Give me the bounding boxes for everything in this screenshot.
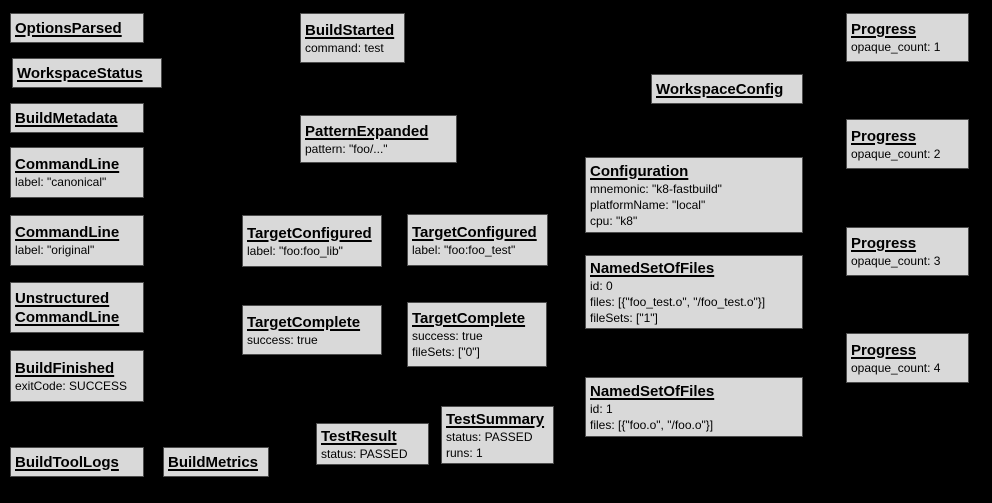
node-field: fileSets: ["0"] [412, 345, 480, 359]
node-field: opaque_count: 4 [851, 360, 941, 375]
node-field: status: PASSED [446, 429, 533, 444]
node-field: fileSets: ["1"] [590, 310, 658, 325]
node-title: WorkspaceStatus [17, 64, 143, 82]
event-node-build-tool-logs: BuildToolLogs [10, 447, 144, 477]
node-field: label: "foo:foo_test" [412, 242, 516, 257]
node-field: exitCode: SUCCESS [15, 378, 128, 393]
node-field: opaque_count: 2 [851, 146, 941, 161]
node-title: NamedSetOfFiles [590, 382, 715, 400]
node-field: mnemonic: "k8-fastbuild" [590, 181, 722, 196]
node-field: files: [{"foo_test.o", "/foo_test.o"}] [590, 294, 766, 309]
node-title: TargetComplete [247, 313, 361, 331]
event-node-target-complete-foo-test: TargetComplete success: true fileSets: ["0… [407, 302, 547, 367]
node-title: Progress [851, 341, 917, 359]
event-node-progress-3: Progress opaque_count: 3 [846, 227, 969, 276]
event-node-options-parsed: OptionsParsed [10, 13, 144, 43]
event-node-command-line-canonical: CommandLine label: "canonical" [10, 147, 144, 198]
node-title: CommandLine [15, 224, 120, 241]
node-field: platformName: "local" [590, 197, 706, 212]
node-title: OptionsParsed [15, 19, 122, 37]
node-field: id: 0 [590, 278, 613, 293]
node-title: BuildToolLogs [15, 453, 119, 471]
node-field: id: 1 [590, 401, 613, 416]
node-title: Unstructured [15, 289, 110, 307]
node-title: TargetConfigured [247, 224, 372, 242]
event-node-build-metrics: BuildMetrics [163, 447, 269, 477]
node-field: command: test [305, 40, 384, 55]
node-title: TestSummary [446, 410, 545, 428]
node-title: BuildFinished [15, 359, 115, 377]
node-field: label: "foo:foo_lib" [247, 243, 343, 258]
node-title: TargetConfigured [412, 223, 537, 241]
node-field: files: [{"foo.o", "/foo.o"}] [590, 417, 714, 432]
node-field: label: "canonical" [15, 175, 107, 189]
node-title: TestResult [321, 427, 397, 445]
node-field: status: PASSED [321, 446, 408, 461]
node-field: opaque_count: 3 [851, 254, 941, 268]
node-title: BuildStarted [305, 21, 395, 39]
node-title: BuildMetrics [168, 453, 259, 471]
node-title: TargetComplete [412, 310, 526, 327]
node-field: cpu: "k8" [590, 213, 638, 228]
event-node-progress-1: Progress opaque_count: 1 [846, 13, 969, 62]
node-title: Configuration [590, 162, 689, 180]
node-title: PatternExpanded [305, 122, 429, 140]
node-title: Progress [851, 21, 917, 38]
node-field: runs: 1 [446, 445, 483, 460]
node-field: success: true [412, 329, 483, 343]
node-field: success: true [247, 332, 318, 347]
node-title: NamedSetOfFiles [590, 259, 715, 277]
node-field: pattern: "foo/..." [305, 141, 388, 156]
node-title: WorkspaceConfig [656, 80, 784, 98]
node-title: Progress [851, 235, 917, 252]
event-node-workspace-status: WorkspaceStatus [12, 58, 162, 88]
event-node-workspace-config: WorkspaceConfig [651, 74, 803, 104]
event-node-command-line-original: CommandLine label: "original" [10, 215, 144, 266]
node-field: opaque_count: 1 [851, 40, 941, 54]
node-field: label: "original" [15, 243, 95, 257]
node-title: CommandLine [15, 156, 120, 173]
node-title: CommandLine [15, 308, 120, 326]
node-title: Progress [851, 127, 917, 145]
node-title: BuildMetadata [15, 109, 118, 127]
event-node-build-metadata: BuildMetadata [10, 103, 144, 133]
